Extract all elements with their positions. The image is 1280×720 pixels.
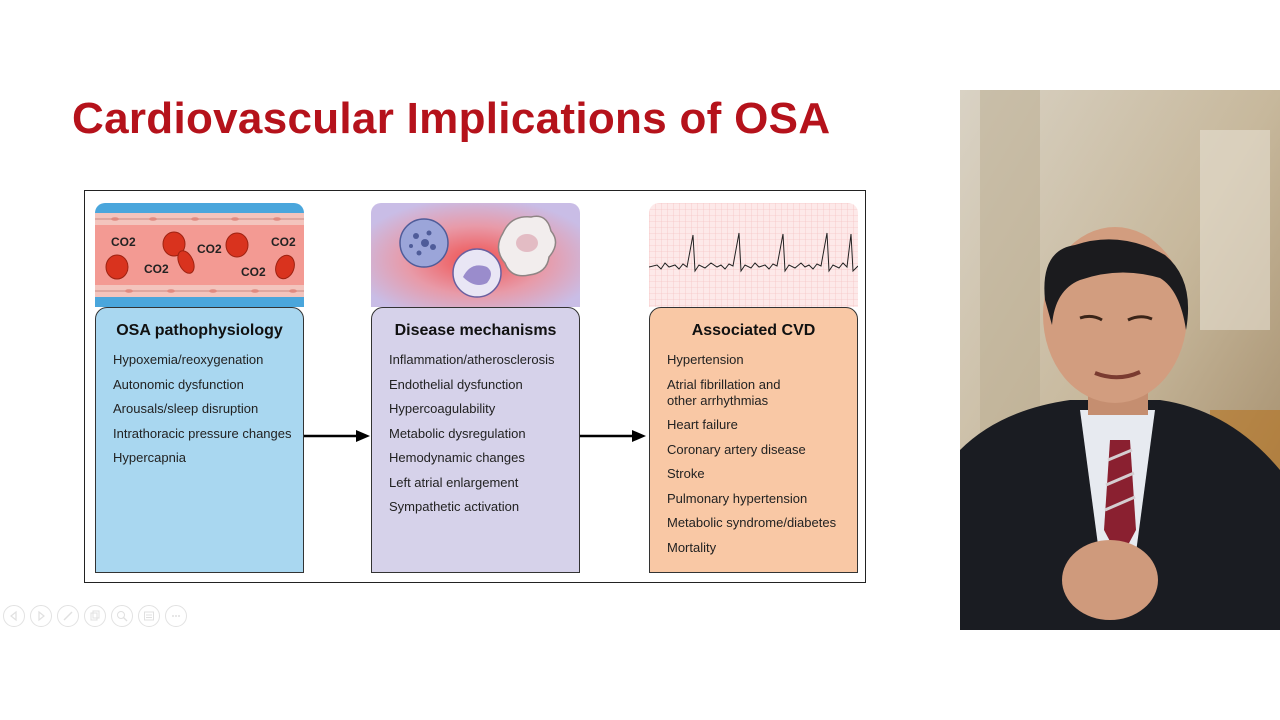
next-slide-button[interactable] xyxy=(30,605,52,627)
panel-associated-cvd: Associated CVD Hypertension Atrial fibri… xyxy=(649,203,858,573)
osa-figure: CO2 CO2 CO2 CO2 CO2 OSA pathophysiology … xyxy=(84,190,866,583)
list-item: Intrathoracic pressure changes xyxy=(113,425,292,441)
list-item: Inflammation/atherosclerosis xyxy=(389,352,555,367)
list-item: Autonomic dysfunction xyxy=(113,376,244,392)
panel-osa-pathophysiology: CO2 CO2 CO2 CO2 CO2 OSA pathophysiology … xyxy=(95,203,304,573)
list-item: Coronary artery disease xyxy=(667,441,806,457)
arrow-right-icon xyxy=(304,430,370,442)
pen-icon xyxy=(63,611,73,621)
co2-label: CO2 xyxy=(197,242,222,256)
panel-heading: Disease mechanisms xyxy=(394,322,557,339)
speaker-webcam-video xyxy=(960,90,1280,630)
list-item: Left atrial enlargement xyxy=(389,474,519,490)
arrow-right-icon xyxy=(580,430,646,442)
menu-icon xyxy=(144,611,154,621)
zoom-icon xyxy=(117,611,128,622)
list-item: Hypoxemia/reoxygenation xyxy=(113,352,264,367)
list-item: Hypercapnia xyxy=(113,450,186,465)
list-item: Pulmonary hypertension xyxy=(667,490,808,506)
panel-list: Hypertension Atrial fibrillation and oth… xyxy=(667,352,849,564)
previous-slide-button[interactable] xyxy=(3,605,25,627)
panel-list: Inflammation/atherosclerosis Endothelial… xyxy=(389,352,571,524)
immune-cells-illustration xyxy=(371,203,580,307)
co2-label: CO2 xyxy=(144,262,169,276)
list-item: Arousals/sleep disruption xyxy=(113,401,259,416)
slide-toolbar xyxy=(3,605,187,627)
co2-label: CO2 xyxy=(111,235,136,249)
panel-heading: Associated CVD xyxy=(691,322,816,339)
co2-label: CO2 xyxy=(271,235,296,249)
list-item: Hypertension xyxy=(667,352,744,367)
list-item: Metabolic dysregulation xyxy=(389,425,526,441)
list-item: Heart failure xyxy=(667,417,738,432)
panel-box: Disease mechanisms Inflammation/atherosc… xyxy=(371,307,580,573)
panel-box: Associated CVD Hypertension Atrial fibri… xyxy=(649,307,858,573)
more-icon xyxy=(172,615,180,617)
list-item: Endothelial dysfunction xyxy=(389,376,523,392)
list-item: Sympathetic activation xyxy=(389,499,520,514)
ecg-strip-illustration xyxy=(649,203,858,307)
list-item: Atrial fibrillation and other arrhythmia… xyxy=(667,376,781,408)
list-item: Hemodynamic changes xyxy=(389,450,525,465)
menu-button[interactable] xyxy=(138,605,160,627)
list-item: Metabolic syndrome/diabetes xyxy=(667,515,837,530)
co2-label: CO2 xyxy=(241,265,266,279)
list-item: Hypercoagulability xyxy=(389,401,496,416)
next-slide-icon xyxy=(38,610,45,622)
slide-title: Cardiovascular Implications of OSA xyxy=(72,94,831,143)
blood-vessel-illustration: CO2 CO2 CO2 CO2 CO2 xyxy=(95,203,304,307)
list-item: Stroke xyxy=(667,466,705,481)
panel-disease-mechanisms: Disease mechanisms Inflammation/atherosc… xyxy=(371,203,580,573)
more-button[interactable] xyxy=(165,605,187,627)
panel-list: Hypoxemia/reoxygenation Autonomic dysfun… xyxy=(113,352,295,475)
previous-slide-icon xyxy=(10,610,17,622)
list-item: Mortality xyxy=(667,539,717,555)
zoom-button[interactable] xyxy=(111,605,133,627)
panel-heading: OSA pathophysiology xyxy=(116,322,283,339)
pen-button[interactable] xyxy=(57,605,79,627)
panel-box: OSA pathophysiology Hypoxemia/reoxygenat… xyxy=(95,307,304,573)
copy-icon xyxy=(90,610,100,621)
copy-button[interactable] xyxy=(84,605,106,627)
